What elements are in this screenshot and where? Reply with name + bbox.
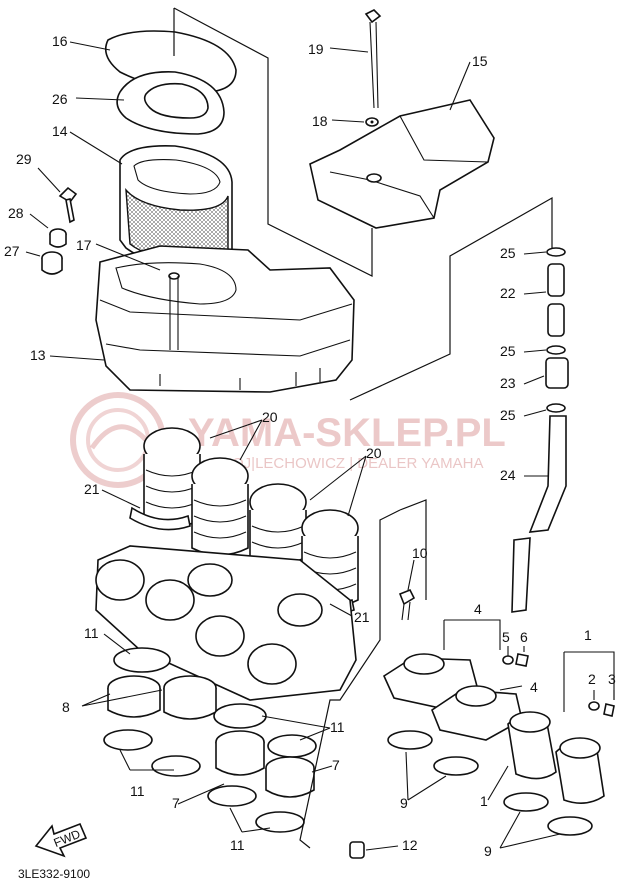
callout-7-right: 7 (332, 757, 340, 773)
callout-23: 23 (500, 375, 516, 391)
callout-18: 18 (312, 113, 328, 129)
callout-20-upper: 20 (262, 409, 278, 425)
part-28-collar (49, 228, 67, 248)
callout-15: 15 (472, 53, 488, 69)
part-12-cap (349, 841, 365, 859)
callout-27: 27 (4, 243, 20, 259)
part-25-clip-top (546, 247, 566, 257)
part-18-washer (365, 117, 379, 127)
callout-11-bottom: 11 (230, 837, 245, 853)
part-25-clip-bottom (546, 403, 566, 413)
part-4-joints (382, 653, 523, 741)
callout-13: 13 (30, 347, 46, 363)
part-9-o-rings (387, 730, 593, 836)
callout-11-right: 11 (330, 719, 345, 735)
callout-9-bottom: 9 (484, 843, 492, 859)
part-29-bolt (58, 186, 78, 224)
assembly-guide-lines (173, 7, 553, 849)
part-15-intake-duct (309, 99, 495, 229)
forward-arrow-icon: FWD (34, 822, 88, 858)
carburetor-bank (95, 545, 357, 701)
callout-1-top: 1 (584, 627, 592, 643)
part-8-11-clamp-group (103, 647, 317, 833)
callout-20-lower: 20 (366, 445, 382, 461)
forward-arrow-label: FWD (52, 827, 83, 850)
callout-10: 10 (412, 545, 428, 561)
callout-8: 8 (62, 699, 70, 715)
part-24-hose (511, 415, 567, 613)
part-25-clip-middle (546, 345, 566, 355)
callout-4-top: 4 (474, 601, 482, 617)
part-23-fuel-filter (545, 357, 569, 389)
part-13-air-box (95, 245, 355, 393)
callout-21-right: 21 (354, 609, 370, 625)
callout-21-left: 21 (84, 481, 100, 497)
callout-1-bottom: 1 (480, 793, 488, 809)
callout-5: 5 (502, 629, 510, 645)
part-26-holder (116, 71, 225, 135)
callout-9-left: 9 (400, 795, 408, 811)
part-10-screw (398, 588, 416, 621)
callout-12: 12 (402, 837, 418, 853)
callout-29: 29 (16, 151, 32, 167)
callout-16: 16 (52, 33, 68, 49)
callout-11-bottom-left: 11 (130, 783, 145, 799)
callout-24: 24 (500, 467, 516, 483)
callout-4-right: 4 (530, 679, 538, 695)
drawing-code: 3LE332-9100 (18, 867, 90, 881)
callout-7-bottom: 7 (172, 795, 180, 811)
part-17-screw (168, 272, 180, 350)
part-5-6-screws (502, 653, 529, 667)
callout-25-top: 25 (500, 245, 516, 261)
watermark-tagline-text: OJ|LECHOWICZ | DEALER YAMAHA (232, 455, 483, 472)
part-1-joints (507, 711, 605, 804)
callout-22: 22 (500, 285, 516, 301)
part-19-bolt (364, 9, 382, 109)
callout-3: 3 (608, 671, 616, 687)
watermark-brand-text: YAMA-SKLEP.PL (188, 411, 506, 455)
callout-11-top: 11 (84, 625, 99, 641)
callout-leader-lines (25, 41, 615, 851)
part-2-3-screws (588, 701, 615, 717)
callout-17: 17 (76, 237, 92, 253)
callout-25-bottom: 25 (500, 407, 516, 423)
callout-28: 28 (8, 205, 24, 221)
callout-numbers: 16 26 14 29 28 27 17 13 19 18 15 25 22 2… (4, 33, 616, 859)
callout-25-middle: 25 (500, 343, 516, 359)
part-22-hose (547, 263, 565, 337)
callout-26: 26 (52, 91, 68, 107)
watermark: YAMA-SKLEP.PL OJ|LECHOWICZ | DEALER YAMA… (70, 392, 506, 488)
callout-2: 2 (588, 671, 596, 687)
part-27-grommet (41, 251, 63, 275)
callout-19: 19 (308, 41, 324, 57)
callout-6: 6 (520, 629, 528, 645)
callout-14: 14 (52, 123, 68, 139)
